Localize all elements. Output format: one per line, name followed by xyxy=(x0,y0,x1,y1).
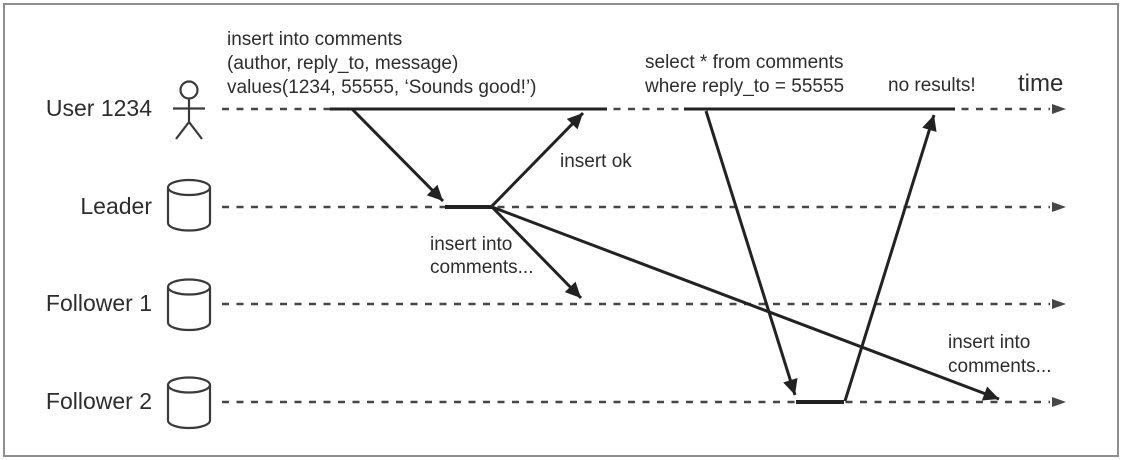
select-query-line-1: select * from comments xyxy=(645,52,844,73)
insert-ok-arrow xyxy=(490,111,585,208)
select-query-line-2: where reply_to = 55555 xyxy=(644,76,844,97)
insert-ok-text: insert ok xyxy=(560,151,632,172)
replicate-follower2-line-2: comments... xyxy=(948,356,1051,377)
replicate-follower1-line-2: comments... xyxy=(430,257,533,278)
person-icon xyxy=(173,80,205,140)
replicate-follower2-line-1: insert into xyxy=(948,332,1030,353)
lane-label-leader: Leader xyxy=(80,193,152,219)
lane-label-follower1: Follower 1 xyxy=(46,290,152,316)
lane-label-user: User 1234 xyxy=(46,95,152,121)
leader-timeline-arrowhead xyxy=(1052,202,1066,212)
user-timeline-arrowhead xyxy=(1052,104,1066,114)
select-arrow xyxy=(704,110,798,396)
no-results-text: no results! xyxy=(888,75,976,96)
insert-query-text: insert into comments (author, reply_to, … xyxy=(227,29,537,98)
insert-query-line-3: values(1234, 55555, ‘Sounds good!’) xyxy=(227,77,537,98)
time-axis-label: time xyxy=(1018,70,1063,97)
follower1-timeline-arrowhead xyxy=(1052,299,1066,309)
lane-label-follower2: Follower 2 xyxy=(46,388,152,414)
replicate-follower1-text: insert into comments... xyxy=(430,234,533,278)
write-arrow xyxy=(350,107,445,203)
follower2-timeline-arrowhead xyxy=(1052,397,1066,407)
no-results-arrow xyxy=(843,114,937,402)
select-query-text: select * from comments where reply_to = … xyxy=(644,52,844,97)
database-icon-follower2 xyxy=(166,376,212,430)
database-icon-follower1 xyxy=(166,278,212,332)
database-icon-leader xyxy=(166,178,212,232)
insert-query-line-2: (author, reply_to, message) xyxy=(227,53,458,74)
insert-query-line-1: insert into comments xyxy=(227,29,402,50)
replicate-follower2-text: insert into comments... xyxy=(948,332,1051,377)
replicate-follower2-arrow xyxy=(491,205,1000,401)
replicate-follower1-arrow xyxy=(490,205,583,300)
replicate-follower1-line-1: insert into xyxy=(430,234,512,255)
